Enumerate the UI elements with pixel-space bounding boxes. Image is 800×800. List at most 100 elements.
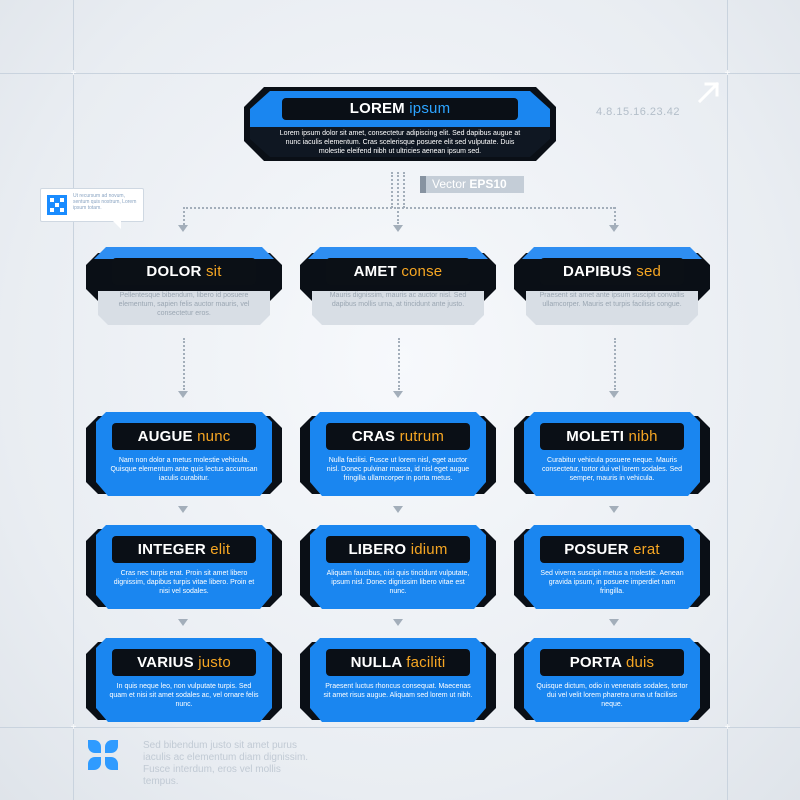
node-title: AUGUE nunc xyxy=(112,423,256,450)
node-title-main: AMET xyxy=(353,263,397,280)
node-title-main: DAPIBUS xyxy=(562,263,632,280)
org-node-dolor: DOLOR sit Pellentesque bibendum, libero … xyxy=(84,245,284,329)
node-title-sub: conse xyxy=(401,263,443,280)
connector-arrow xyxy=(609,619,619,626)
node-title: PORTA duis xyxy=(540,649,684,676)
node-title-main: VARIUS xyxy=(137,654,194,671)
node-title-sub: faciliti xyxy=(406,654,446,671)
node-title-main: AUGUE xyxy=(137,428,193,445)
node-title-sub: justo xyxy=(198,654,231,671)
vector-label-prefix: Vector xyxy=(432,177,470,191)
node-title: DOLOR sit xyxy=(112,258,256,285)
node-title: VARIUS justo xyxy=(112,649,256,676)
connector-arrow xyxy=(178,391,188,398)
connector-line xyxy=(183,207,185,225)
vector-label-bold: EPS10 xyxy=(469,177,507,191)
connector-arrow xyxy=(609,391,619,398)
arrow-up-right-icon xyxy=(697,81,720,104)
org-node-porta: PORTA duis Quisque dictum, odio in venen… xyxy=(512,636,712,726)
crosshair-icon: + xyxy=(70,722,77,733)
connector-arrow xyxy=(178,225,188,232)
callout-box: Ut recursum ad novum, sentum quis nostru… xyxy=(40,188,144,229)
root-title: LOREM ipsum xyxy=(282,98,518,120)
org-node-dapibus: DAPIBUS sed Praesent sit amet ante ipsum… xyxy=(512,245,712,329)
node-body: Aliquam faucibus, nisi quis tincidunt vu… xyxy=(326,570,470,595)
node-title-main: LIBERO xyxy=(348,541,407,558)
node-body: Mauris dignissim, mauris ac auctor nisl.… xyxy=(329,292,467,308)
node-title: LIBERO idium xyxy=(326,536,470,563)
node-title: POSUER erat xyxy=(540,536,684,563)
callout-text: Ut recursum ad novum, sentum quis nostru… xyxy=(73,193,137,211)
node-title: MOLETI nibh xyxy=(540,423,684,450)
node-title-main: CRAS xyxy=(351,428,396,445)
node-title-main: INTEGER xyxy=(137,541,206,558)
node-title-sub: nunc xyxy=(197,428,231,445)
node-body: Pellentesque bibendum, libero id posuere… xyxy=(118,292,250,317)
connector-line xyxy=(397,172,399,224)
connector-arrow xyxy=(609,225,619,232)
connector-line xyxy=(614,207,616,225)
org-node-posuer: POSUER erat Sed viverra suscipit metus a… xyxy=(512,523,712,613)
node-body: Praesent sit amet ante ipsum suscipit co… xyxy=(539,292,685,308)
grid-icon xyxy=(47,195,67,215)
node-title-main: NULLA xyxy=(350,654,402,671)
node-title-sub: elit xyxy=(210,541,231,558)
connector-line xyxy=(398,338,400,390)
node-title-main: DOLOR xyxy=(146,263,202,280)
footer-text: Sed bibendum justo sit amet purus iaculi… xyxy=(143,740,309,787)
node-title-main: POSUER xyxy=(564,541,629,558)
guide-line-bottom xyxy=(0,727,800,728)
connector-line xyxy=(403,172,405,208)
node-body: In quis neque leo, non vulputate turpis.… xyxy=(109,683,259,708)
org-node-libero: LIBERO idium Aliquam faucibus, nisi quis… xyxy=(298,523,498,613)
connector-line xyxy=(391,172,393,208)
root-node: LOREM ipsum Lorem ipsum dolor sit amet, … xyxy=(242,83,558,163)
node-body: Quisque dictum, odio in venenatis sodale… xyxy=(536,683,688,708)
node-title-sub: erat xyxy=(633,541,660,558)
node-title-main: PORTA xyxy=(569,654,622,671)
connector-line xyxy=(614,338,616,390)
node-title: NULLA faciliti xyxy=(326,649,470,676)
org-node-augue: AUGUE nunc Nam non dolor a metus molesti… xyxy=(84,410,284,500)
root-body: Lorem ipsum dolor sit amet, consectetur … xyxy=(279,130,521,155)
org-node-varius: VARIUS justo In quis neque leo, non vulp… xyxy=(84,636,284,726)
node-body: Sed viverra suscipit metus a molestie. A… xyxy=(540,570,684,595)
connector-arrow xyxy=(393,391,403,398)
node-title: AMET conse xyxy=(326,258,470,285)
connector-arrow xyxy=(393,506,403,513)
node-body: Nulla facilisi. Fusce ut lorem nisl, ege… xyxy=(326,457,470,482)
vector-label-marker xyxy=(420,176,426,193)
org-node-integer: INTEGER elit Cras nec turpis erat. Proin… xyxy=(84,523,284,613)
node-body: Curabitur vehicula posuere neque. Mauris… xyxy=(541,457,683,482)
org-node-amet: AMET conse Mauris dignissim, mauris ac a… xyxy=(298,245,498,329)
node-title-sub: rutrum xyxy=(399,428,445,445)
org-node-moleti: MOLETI nibh Curabitur vehicula posuere n… xyxy=(512,410,712,500)
root-title-main: LOREM xyxy=(349,100,405,117)
connector-arrow xyxy=(609,506,619,513)
connector-arrow xyxy=(393,225,403,232)
guide-line-top xyxy=(0,73,800,74)
guide-line-left xyxy=(73,0,74,800)
node-title-sub: sed xyxy=(636,263,662,280)
crosshair-icon: + xyxy=(724,722,731,733)
crosshair-icon: + xyxy=(724,68,731,79)
node-body: Nam non dolor a metus molestie vehicula.… xyxy=(110,457,258,482)
connector-arrow xyxy=(178,506,188,513)
node-body: Cras nec turpis erat. Proin sit amet lib… xyxy=(113,570,255,595)
serial-number: 4.8.15.16.23.42 xyxy=(596,106,680,118)
guide-line-right xyxy=(727,0,728,800)
crosshair-icon: + xyxy=(70,68,77,79)
logo-icon xyxy=(88,740,120,772)
node-title-sub: nibh xyxy=(628,428,658,445)
node-title-sub: duis xyxy=(625,654,655,671)
org-node-nulla: NULLA faciliti Praesent luctus rhoncus c… xyxy=(298,636,498,726)
vector-label: Vector EPS10 xyxy=(420,176,524,193)
connector-line xyxy=(183,338,185,390)
node-title: DAPIBUS sed xyxy=(540,258,684,285)
node-title-sub: sit xyxy=(205,263,222,280)
node-title: CRAS rutrum xyxy=(326,423,470,450)
node-title-sub: idium xyxy=(410,541,448,558)
connector-arrow xyxy=(178,619,188,626)
node-title-main: MOLETI xyxy=(566,428,625,445)
root-title-sub: ipsum xyxy=(409,100,451,117)
